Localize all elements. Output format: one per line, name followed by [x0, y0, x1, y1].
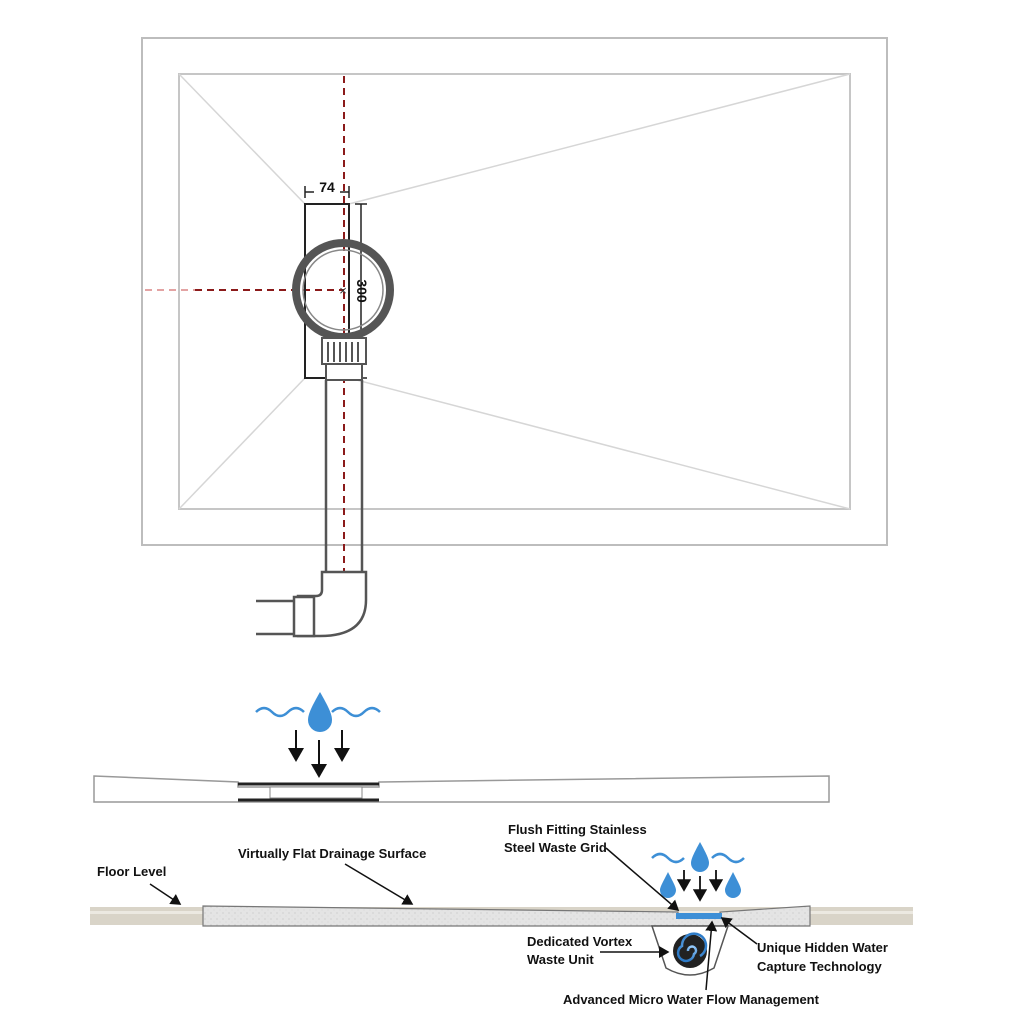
water-waves-bottom — [651, 852, 745, 864]
label-micro-flow: Advanced Micro Water Flow Management — [563, 992, 820, 1007]
label-floor-level: Floor Level — [97, 864, 166, 879]
water-drops-bottom — [660, 842, 741, 898]
dimension-length-label: 300 — [354, 279, 370, 303]
side-view — [93, 692, 830, 803]
dimension-width: 74 — [304, 178, 350, 198]
steel-waste-grid — [676, 913, 722, 919]
fall-lines — [178, 73, 851, 510]
water-drop-icon — [308, 692, 332, 732]
waste-centre-mark: × — [339, 283, 347, 298]
waste-pipe — [324, 380, 364, 575]
pipe-elbow — [256, 570, 368, 638]
centre-lines — [145, 76, 345, 592]
flow-arrows-bottom — [676, 870, 724, 902]
label-waste-grid-line2: Steel Waste Grid — [504, 840, 607, 855]
pipe-coupling — [321, 337, 367, 381]
tray-side-profile — [93, 775, 830, 803]
tray-outer-outline — [141, 37, 888, 546]
label-vortex-line2: Waste Unit — [527, 952, 594, 967]
tray-inner-outline — [178, 73, 851, 510]
label-hidden-capture-line1: Unique Hidden Water — [757, 940, 888, 955]
section-view: Floor Level Virtually Flat Drainage Surf… — [90, 822, 913, 1007]
plan-view: 74 300 × — [141, 37, 888, 638]
flow-arrows-top — [288, 730, 350, 778]
label-flat-surface: Virtually Flat Drainage Surface — [238, 846, 426, 861]
dimension-width-label: 74 — [319, 179, 335, 195]
label-hidden-capture-line2: Capture Technology — [757, 959, 882, 974]
water-waves-top — [255, 706, 381, 718]
label-vortex-line1: Dedicated Vortex — [527, 934, 633, 949]
label-waste-grid-line1: Flush Fitting Stainless — [508, 822, 647, 837]
waste-grid-side — [238, 782, 379, 802]
